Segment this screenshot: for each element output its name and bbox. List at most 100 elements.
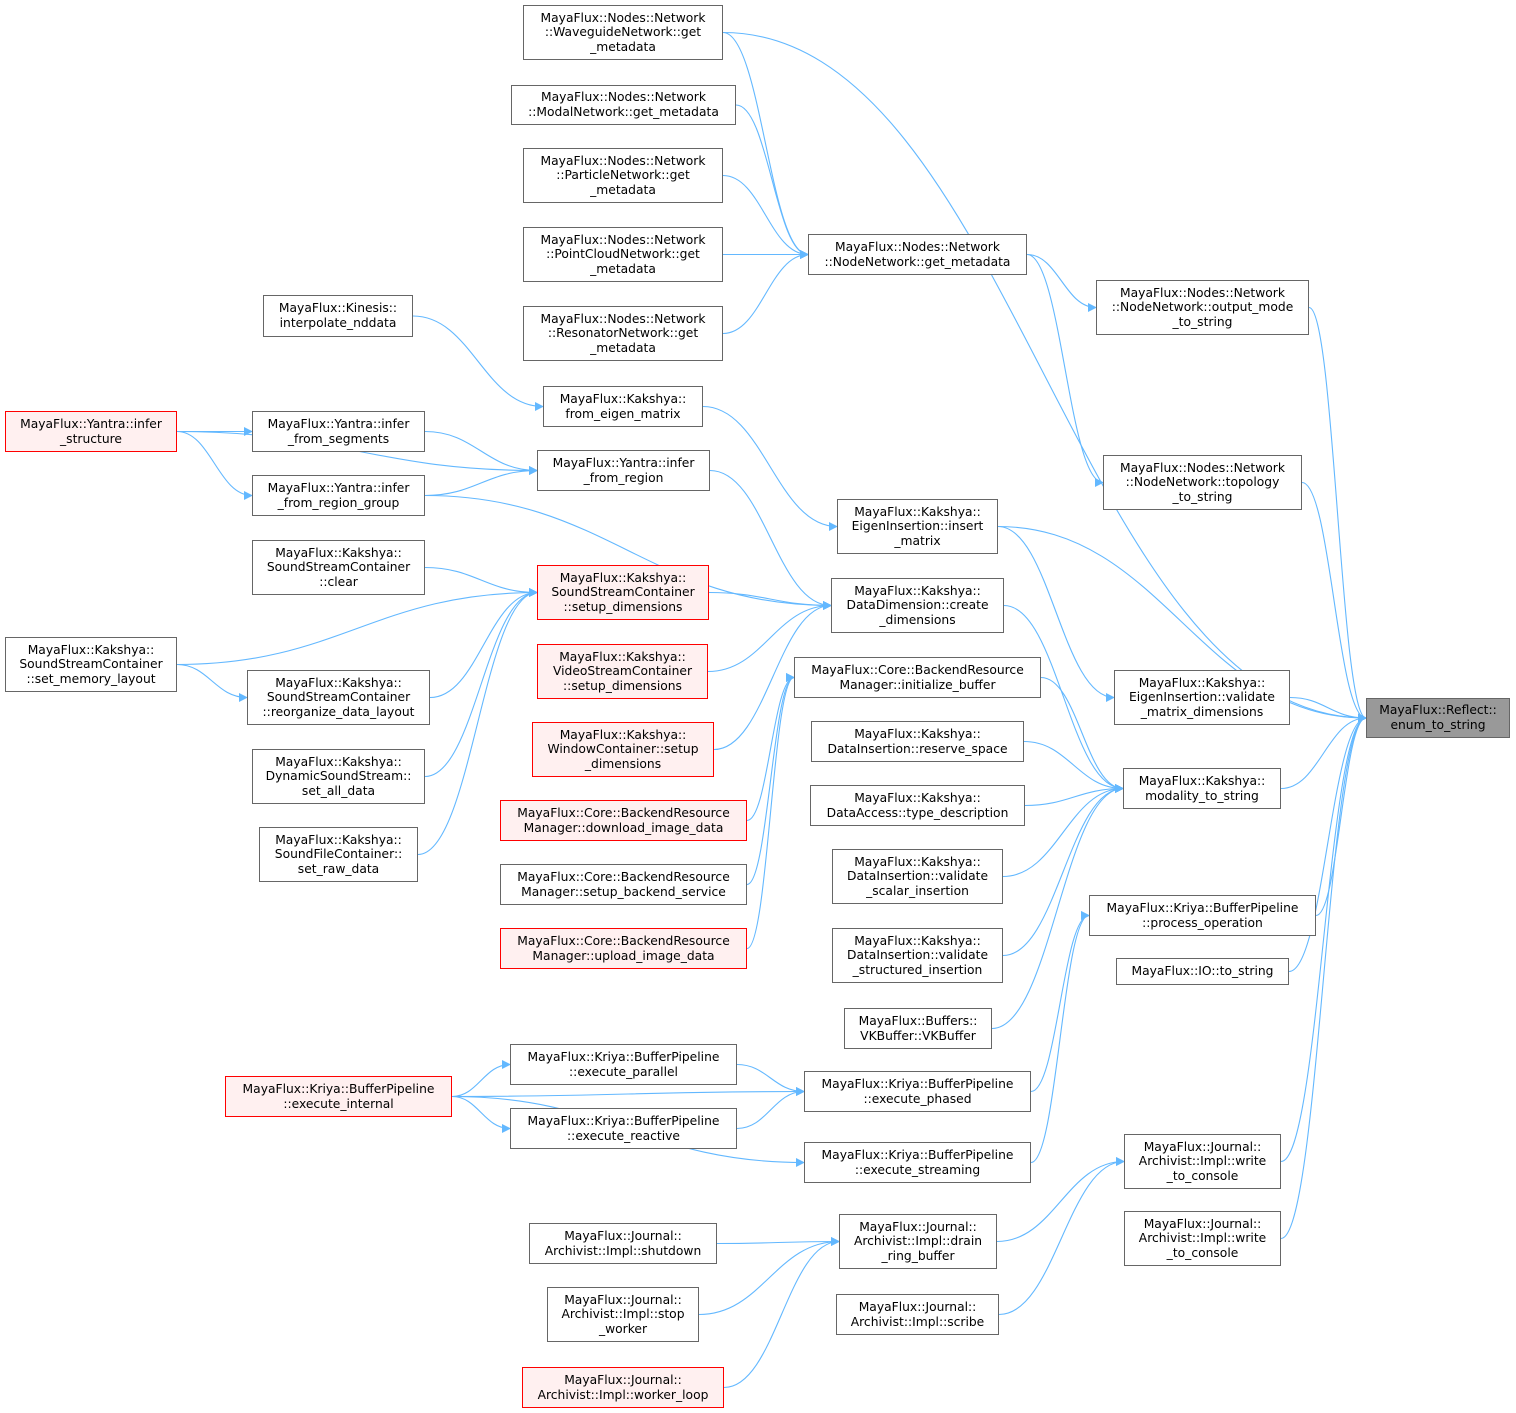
function-node[interactable]: MayaFlux::Journal::Archivist::Impl::shut… [529, 1223, 717, 1264]
function-node[interactable]: MayaFlux::Kakshya::WindowContainer::setu… [532, 722, 714, 777]
function-node[interactable]: MayaFlux::Journal::Archivist::Impl::writ… [1124, 1134, 1281, 1189]
node-label-line: MayaFlux::Nodes::Network [540, 153, 706, 168]
function-node[interactable]: MayaFlux::Kakshya::SoundStreamContainer:… [5, 637, 177, 692]
node-label-line: MayaFlux::Kakshya:: [275, 675, 402, 690]
root-function-node[interactable]: MayaFlux::Reflect::enum_to_string [1366, 698, 1510, 738]
function-node[interactable]: MayaFlux::Kriya::BufferPipeline::execute… [804, 1142, 1031, 1183]
node-label-line: MayaFlux::Kriya::BufferPipeline [821, 1147, 1014, 1162]
function-node[interactable]: MayaFlux::Kakshya::SoundStreamContainer:… [537, 565, 709, 620]
node-label-line: MayaFlux::Nodes::Network [540, 232, 706, 247]
call-edge [424, 494, 832, 610]
function-node[interactable]: MayaFlux::Nodes::Network::ModalNetwork::… [511, 85, 736, 125]
function-node[interactable]: MayaFlux::Journal::Archivist::Impl::work… [522, 1367, 724, 1408]
call-edge [1308, 306, 1367, 723]
node-label-line: _metadata [590, 261, 656, 276]
node-label-line: MayaFlux::Nodes::Network [1120, 460, 1285, 475]
function-node[interactable]: MayaFlux::Kakshya::SoundStreamContainer:… [247, 670, 430, 725]
function-node[interactable]: MayaFlux::Kakshya::VideoStreamContainer:… [537, 644, 708, 699]
function-node[interactable]: MayaFlux::Kriya::BufferPipeline::execute… [225, 1076, 452, 1117]
node-label-line: MayaFlux::Kriya::BufferPipeline [527, 1113, 720, 1128]
node-label-line: enum_to_string [1390, 718, 1486, 732]
node-label-line: VKBuffer::VKBuffer [860, 1028, 976, 1043]
node-label-line: set_raw_data [297, 861, 380, 876]
node-label-line: SoundStreamContainer [551, 585, 695, 600]
function-node[interactable]: MayaFlux::Kriya::BufferPipeline::execute… [510, 1108, 737, 1149]
node-label-line: MayaFlux::Kakshya:: [559, 649, 686, 664]
node-label-line: _to_string [1172, 489, 1233, 504]
function-node[interactable]: MayaFlux::Journal::Archivist::Impl::writ… [1124, 1211, 1281, 1266]
function-node[interactable]: MayaFlux::Kakshya::DataInsertion::reserv… [811, 721, 1024, 762]
function-node[interactable]: MayaFlux::IO::to_string [1116, 958, 1289, 985]
node-label-line: _matrix [894, 533, 941, 548]
call-edge [736, 1087, 805, 1130]
node-label-line: MayaFlux::Kakshya:: [27, 642, 155, 657]
node-label-line: ::setup_dimensions [563, 678, 682, 693]
function-node[interactable]: MayaFlux::Nodes::Network::NodeNetwork::o… [1096, 280, 1309, 335]
call-edge [1026, 253, 1104, 487]
function-node[interactable]: MayaFlux::Kakshya::DataInsertion::valida… [832, 928, 1003, 983]
call-edge [708, 591, 832, 610]
function-node[interactable]: MayaFlux::Nodes::Network::PointCloudNetw… [523, 227, 723, 282]
function-node[interactable]: MayaFlux::Kriya::BufferPipeline::execute… [804, 1071, 1031, 1112]
node-label-line: MayaFlux::IO::to_string [1131, 964, 1274, 979]
function-node[interactable]: MayaFlux::Kakshya::SoundStreamContainer:… [252, 540, 425, 595]
function-node[interactable]: MayaFlux::Kakshya::EigenInsertion::inser… [837, 499, 998, 554]
call-edge [1040, 676, 1124, 793]
call-edge [746, 673, 795, 950]
call-edge [1024, 784, 1124, 807]
node-label-line: _metadata [590, 340, 656, 355]
function-node[interactable]: MayaFlux::Kakshya::DynamicSoundStream::s… [252, 749, 425, 804]
function-node[interactable]: MayaFlux::Kriya::BufferPipeline::process… [1089, 895, 1316, 936]
call-edge [996, 1157, 1125, 1243]
node-label-line: MayaFlux::Kakshya:: [275, 545, 402, 560]
node-label-line: Archivist::Impl::write [1138, 1231, 1267, 1246]
call-edge [1002, 784, 1124, 878]
node-label-line: MayaFlux::Yantra::infer [20, 416, 162, 431]
node-label-line: MayaFlux::Kakshya:: [559, 570, 687, 585]
function-node[interactable]: MayaFlux::Kakshya::DataInsertion::valida… [832, 849, 1003, 904]
call-edge [176, 588, 538, 666]
node-label-line: _structured_insertion [852, 962, 983, 977]
function-node[interactable]: MayaFlux::Kakshya::DataDimension::create… [831, 578, 1004, 633]
function-node[interactable]: MayaFlux::Kakshya::from_eigen_matrix [543, 386, 703, 427]
function-node[interactable]: MayaFlux::Kakshya::modality_to_string [1123, 768, 1281, 809]
function-node[interactable]: MayaFlux::Kakshya::DataAccess::type_desc… [810, 785, 1025, 826]
function-node[interactable]: MayaFlux::Nodes::Network::ParticleNetwor… [523, 148, 723, 203]
function-node[interactable]: MayaFlux::Yantra::infer_from_region [537, 450, 710, 491]
node-label-line: MayaFlux::Core::BackendResource [811, 662, 1024, 677]
call-edge [1315, 713, 1367, 917]
call-edge [713, 601, 832, 751]
call-edge [176, 663, 248, 702]
node-label-line: _from_region [583, 470, 664, 485]
function-node[interactable]: MayaFlux::Nodes::Network::NodeNetwork::t… [1103, 455, 1302, 510]
node-label-line: ::reorganize_data_layout [262, 704, 415, 719]
call-edge [722, 31, 809, 259]
function-node[interactable]: MayaFlux::Yantra::infer_from_region_grou… [252, 475, 425, 516]
function-node[interactable]: MayaFlux::Journal::Archivist::Impl::scri… [836, 1294, 999, 1335]
function-node[interactable]: MayaFlux::Journal::Archivist::Impl::stop… [547, 1287, 699, 1342]
call-edge [746, 673, 795, 886]
call-edge [176, 430, 253, 500]
function-node[interactable]: MayaFlux::Kakshya::SoundFileContainer::s… [259, 827, 418, 882]
function-node[interactable]: MayaFlux::Kakshya::EigenInsertion::valid… [1114, 670, 1290, 725]
call-edge [735, 104, 809, 259]
call-edge [451, 1095, 511, 1133]
function-node[interactable]: MayaFlux::Yantra::infer_structure [5, 411, 177, 452]
call-edge [722, 174, 809, 259]
node-label-line: ::NodeNetwork::get_metadata [824, 254, 1011, 269]
function-node[interactable]: MayaFlux::Journal::Archivist::Impl::drai… [839, 1214, 997, 1269]
function-node[interactable]: MayaFlux::Nodes::Network::NodeNetwork::g… [808, 234, 1027, 275]
function-node[interactable]: MayaFlux::Nodes::Network::WaveguideNetwo… [523, 5, 723, 60]
function-node[interactable]: MayaFlux::Kinesis::interpolate_nddata [263, 295, 413, 337]
function-node[interactable]: MayaFlux::Nodes::Network::ResonatorNetwo… [523, 306, 723, 361]
node-label-line: MayaFlux::Kriya::BufferPipeline [527, 1049, 720, 1064]
node-label-line: MayaFlux::Buffers:: [858, 1013, 978, 1028]
function-node[interactable]: MayaFlux::Yantra::infer_from_segments [252, 411, 425, 452]
node-label-line: MayaFlux::Journal:: [1143, 1216, 1262, 1231]
function-node[interactable]: MayaFlux::Buffers::VKBuffer::VKBuffer [844, 1008, 992, 1049]
function-node[interactable]: MayaFlux::Kriya::BufferPipeline::execute… [510, 1044, 737, 1085]
